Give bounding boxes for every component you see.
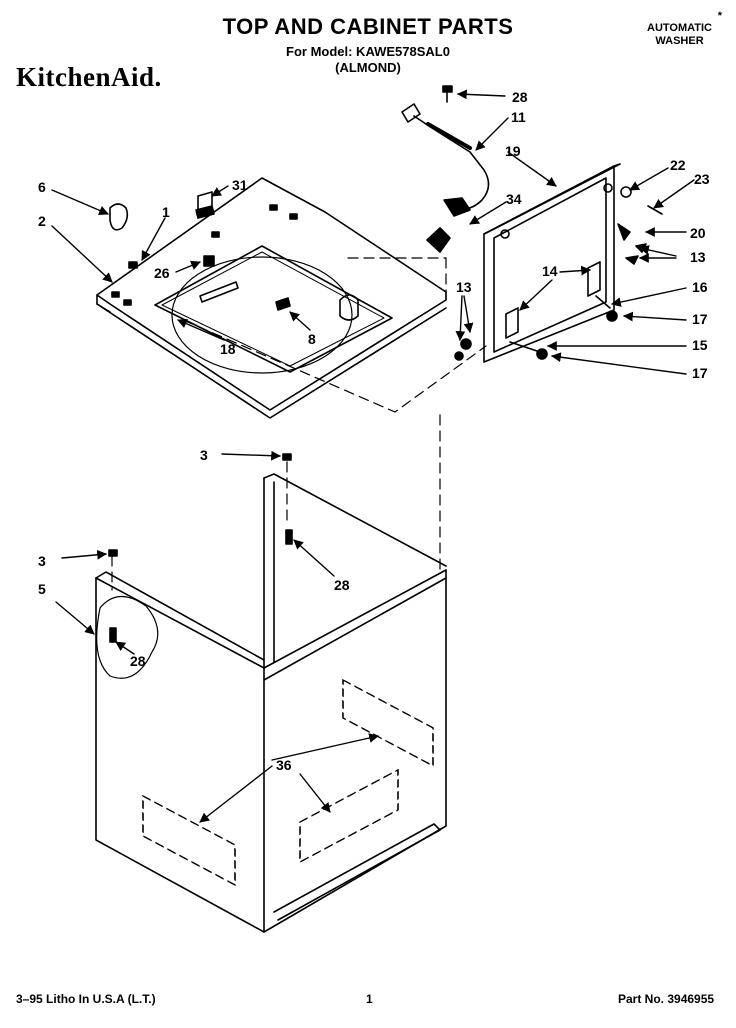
cabinet <box>95 473 447 933</box>
callout-label: 18 <box>220 341 236 357</box>
lid-switch-assembly <box>401 85 490 253</box>
callout-label: 20 <box>690 225 706 241</box>
callout-label: 16 <box>692 279 708 295</box>
callout-labels: 28 11 19 22 23 6 31 1 34 2 20 13 26 14 1… <box>38 89 710 773</box>
callout-label: 28 <box>130 653 146 669</box>
washer-top-panel <box>96 177 447 419</box>
page-number: 1 <box>366 992 373 1006</box>
callout-label: 6 <box>38 179 46 195</box>
brand-logo: KitchenAid. <box>16 62 162 92</box>
callout-label: 3 <box>38 553 46 569</box>
appliance-type-line2: WASHER <box>655 35 704 47</box>
model-info: For Model: KAWE578SAL0 (ALMOND) <box>0 44 736 76</box>
assembly-dashed-lines <box>111 257 487 591</box>
model-line: For Model: KAWE578SAL0 <box>286 44 450 59</box>
callout-label: 8 <box>308 331 316 347</box>
callout-label: 17 <box>692 311 708 327</box>
callout-label: 15 <box>692 337 708 353</box>
callout-label: 11 <box>511 109 526 125</box>
callout-label: 34 <box>506 191 522 207</box>
callout-label: 2 <box>38 213 46 229</box>
callout-label: 19 <box>505 143 521 159</box>
appliance-type: AUTOMATIC WASHER <box>647 22 712 48</box>
hardware-parts <box>108 186 663 643</box>
callout-label: 23 <box>694 171 710 187</box>
part-number: Part No. 3946955 <box>618 992 715 1006</box>
page-title: TOP AND CABINET PARTS <box>222 14 514 39</box>
callout-label: 28 <box>512 89 528 105</box>
console-panel <box>483 163 621 363</box>
callout-label: 1 <box>162 204 170 220</box>
callout-label: 13 <box>456 279 472 295</box>
callout-label: 28 <box>334 577 350 593</box>
callout-label: 3 <box>200 447 208 463</box>
callout-label: 31 <box>232 177 248 193</box>
callout-label: 26 <box>154 265 170 281</box>
callout-label: 14 <box>542 263 558 279</box>
callout-label: 13 <box>690 249 706 265</box>
callout-label: 36 <box>276 757 292 773</box>
leader-arrows <box>51 89 695 823</box>
appliance-type-line1: AUTOMATIC <box>647 22 712 34</box>
callout-label: 5 <box>38 581 46 597</box>
print-info: 3–95 Litho In U.S.A (L.T.) <box>16 992 156 1006</box>
color-line: (ALMOND) <box>335 60 401 75</box>
callout-label: 17 <box>692 365 708 381</box>
corner-mark: * <box>717 10 722 22</box>
callout-label: 22 <box>670 157 686 173</box>
